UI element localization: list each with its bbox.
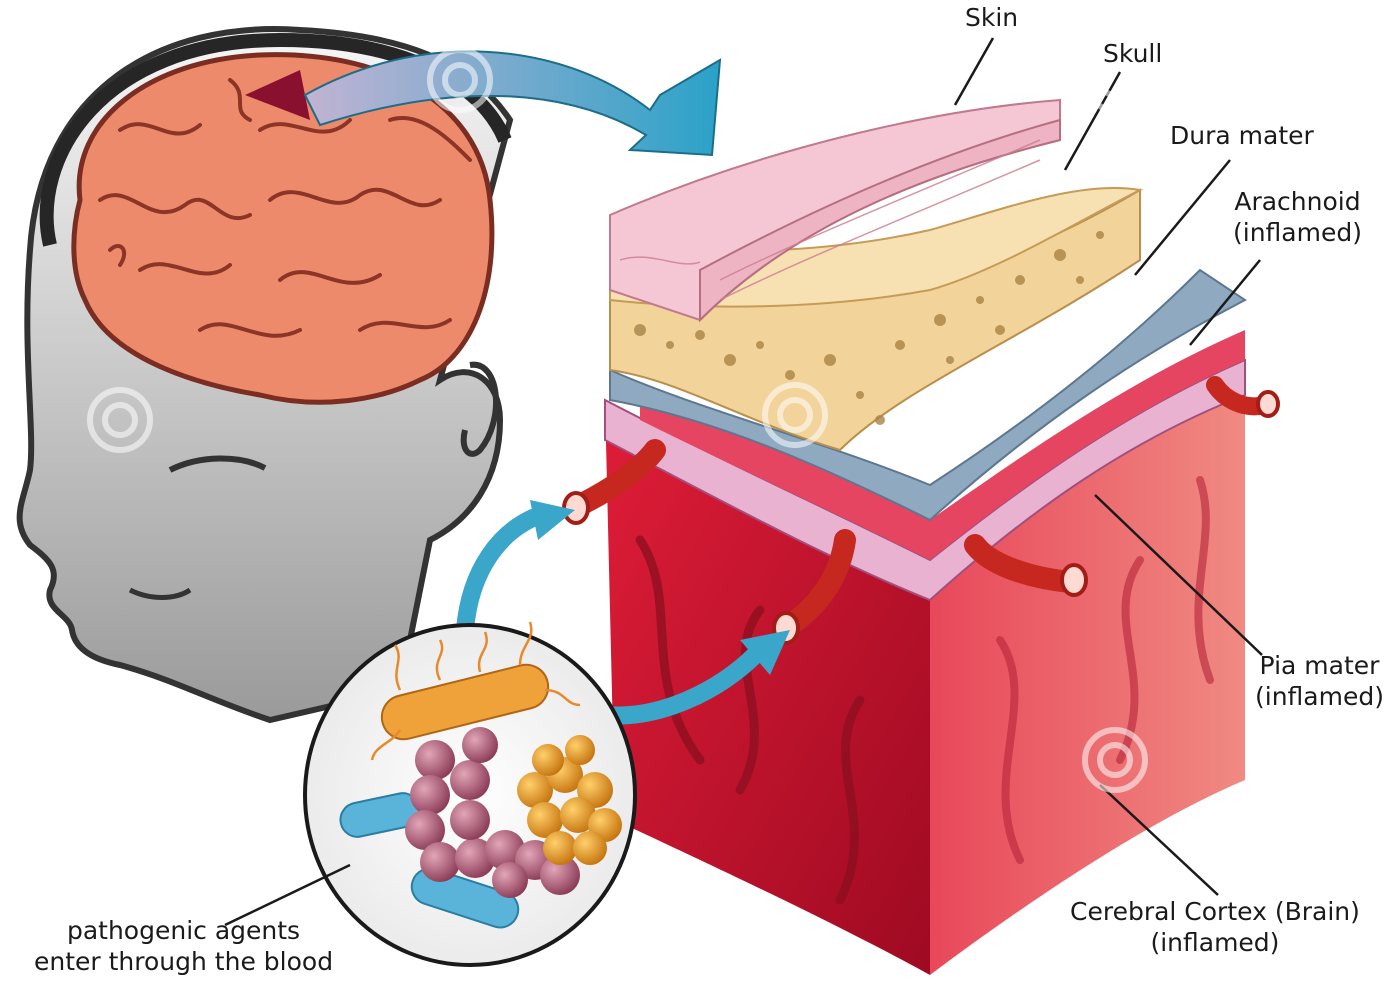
label-pia-mater: Pia mater (inflamed) — [1255, 650, 1384, 712]
label-cerebral-cortex-line1: Cerebral Cortex (Brain) — [1070, 896, 1360, 927]
label-pathogens-line1: pathogenic agents — [34, 915, 333, 946]
label-pia-mater-line2: (inflamed) — [1255, 681, 1384, 712]
label-pathogens: pathogenic agents enter through the bloo… — [34, 915, 333, 977]
label-skull: Skull — [1103, 38, 1162, 69]
pathogen-magnifier — [305, 622, 635, 965]
label-arachnoid-line2: (inflamed) — [1233, 217, 1362, 248]
label-pia-mater-line1: Pia mater — [1255, 650, 1384, 681]
brain — [74, 55, 492, 403]
label-arachnoid-line1: Arachnoid — [1233, 186, 1362, 217]
label-arachnoid: Arachnoid (inflamed) — [1233, 186, 1362, 248]
label-pathogens-line2: enter through the blood — [34, 946, 333, 977]
label-dura-mater: Dura mater — [1170, 120, 1314, 151]
label-cerebral-cortex-line2: (inflamed) — [1070, 927, 1360, 958]
label-cerebral-cortex: Cerebral Cortex (Brain) (inflamed) — [1070, 896, 1360, 958]
label-skin: Skin — [965, 2, 1018, 33]
